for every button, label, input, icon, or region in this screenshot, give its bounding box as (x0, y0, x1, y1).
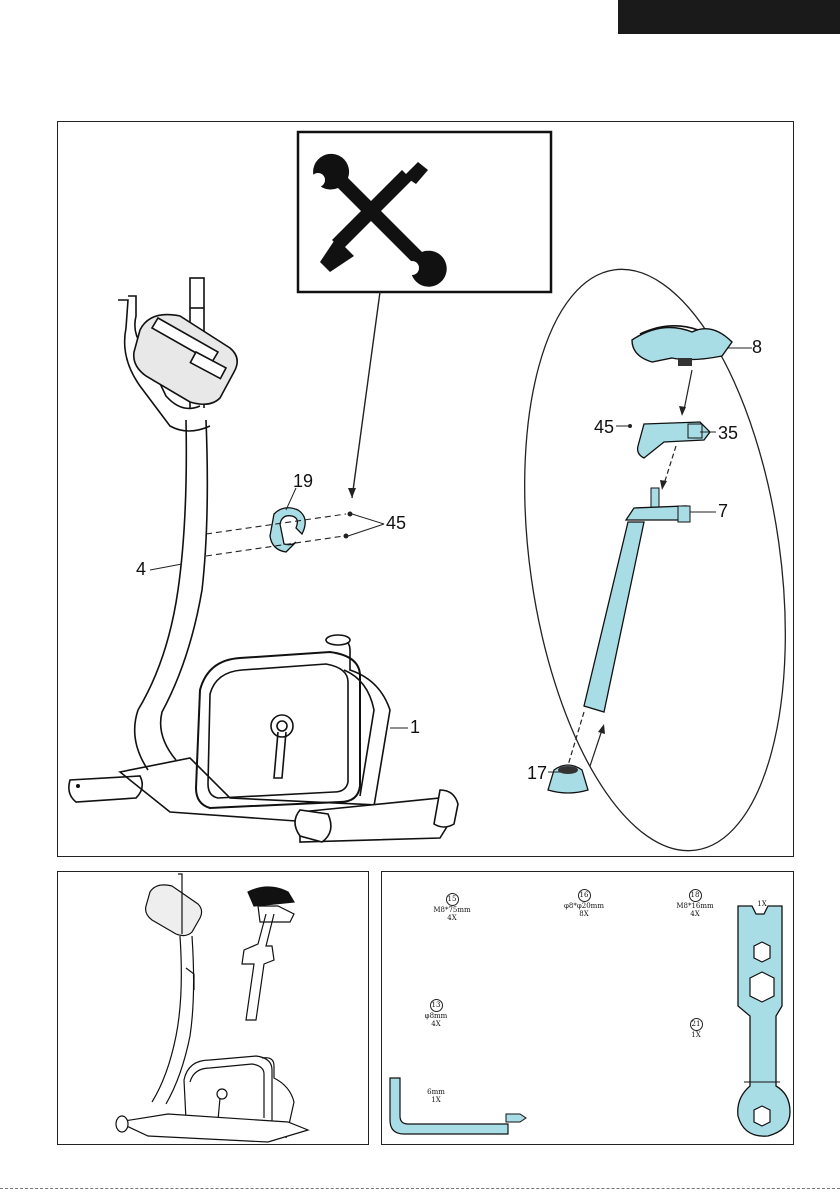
bottom-cut-line (0, 1188, 840, 1189)
spanner-qty: 1X (732, 900, 792, 908)
